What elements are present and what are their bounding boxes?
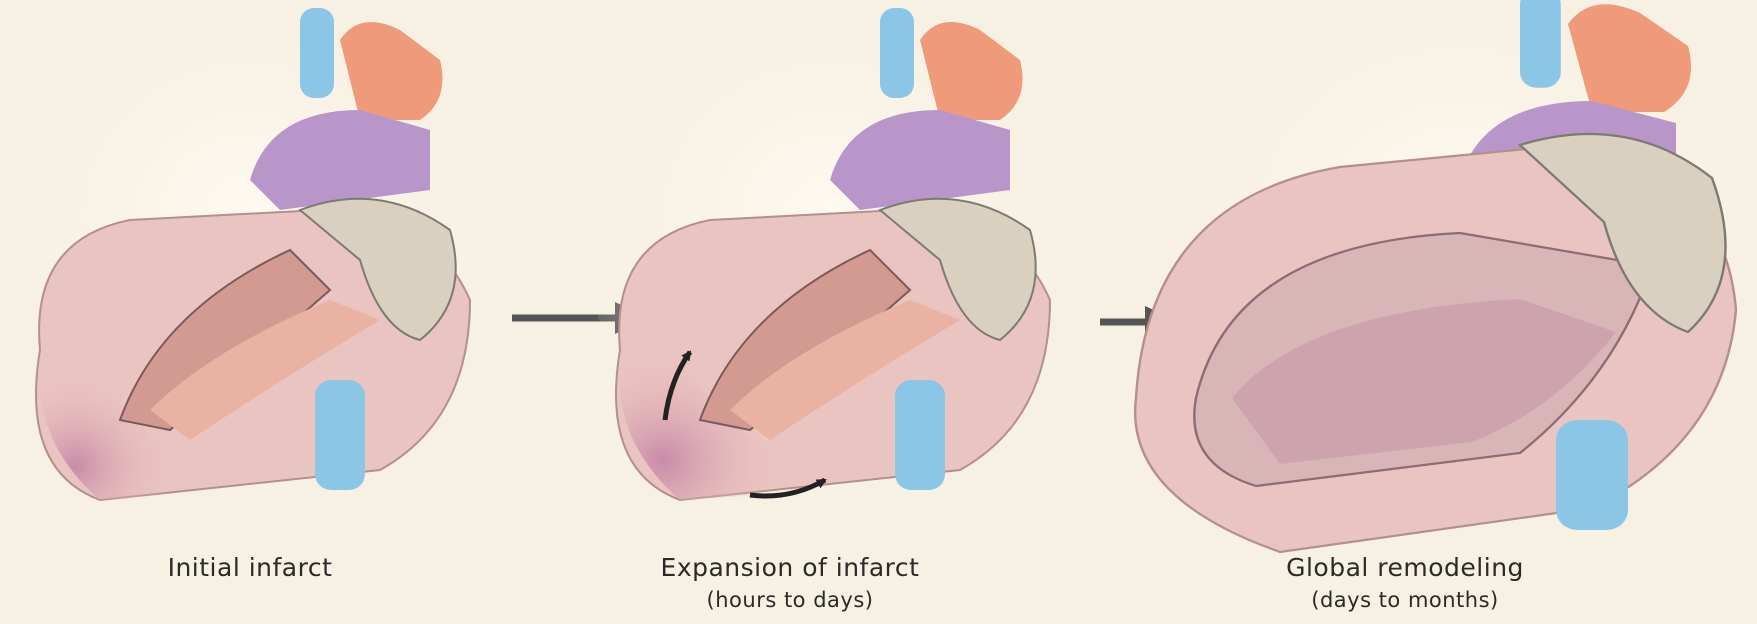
stage-sublabel: (days to months) [1240, 590, 1570, 611]
stage-sublabel: (hours to days) [630, 590, 950, 611]
stage-label: Global remodeling [1240, 555, 1570, 580]
heart-illustration [1135, 0, 1748, 552]
stage-label: Initial infarct [120, 555, 380, 580]
stage-caption-expansion: Expansion of infarct (hours to days) [630, 555, 950, 611]
stage-caption-initial: Initial infarct [120, 555, 380, 580]
heart-illustration [590, 8, 1070, 500]
heart-illustration [10, 8, 490, 500]
stage-caption-global: Global remodeling (days to months) [1240, 555, 1570, 611]
stage-label: Expansion of infarct [630, 555, 950, 580]
